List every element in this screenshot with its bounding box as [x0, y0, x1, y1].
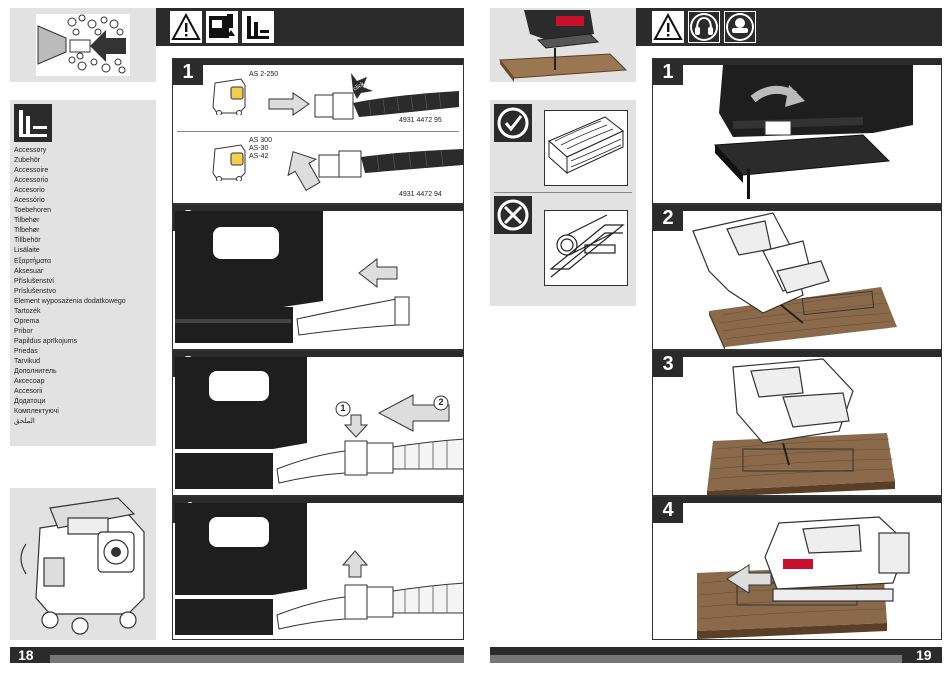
callout-1: 1 — [340, 403, 346, 413]
page-number-right: 19 — [910, 647, 938, 663]
accessory-icon — [242, 11, 274, 43]
left-step-1: 1 AS 2-250 click 4931 4472 95 AS 300 AS-… — [172, 58, 464, 204]
accessory-word: Lisälaite — [14, 247, 40, 255]
accessory-word: Tilbehør — [14, 217, 40, 225]
accessory-word: Accessoire — [14, 167, 49, 175]
wood-material-image — [544, 110, 628, 186]
accessory-word: Acessório — [14, 197, 45, 205]
step-bar — [653, 497, 941, 503]
accessory-word: Дополнитель — [14, 368, 57, 376]
manual-icon — [206, 11, 238, 43]
accessory-word: Pribor — [14, 327, 33, 335]
accessory-word: Element wyposażenia dodatkowego — [14, 297, 126, 305]
right-step-1: 1 — [652, 58, 942, 204]
left-footer-stripe — [50, 655, 464, 663]
divider — [494, 192, 632, 193]
divider — [177, 131, 459, 132]
model-label: AS 2-250 — [249, 71, 279, 78]
jigsaw-hose-release-illustration — [175, 503, 463, 635]
check-icon — [494, 104, 532, 142]
step-number: 3 — [653, 351, 683, 377]
right-step-3: 3 — [652, 350, 942, 496]
step-bar — [173, 59, 463, 65]
step-number: 1 — [653, 59, 683, 85]
accessory-word: Accesorii — [14, 388, 43, 396]
accessory-word: Accessory — [14, 147, 47, 154]
cross-icon — [494, 196, 532, 234]
step-number: 4 — [653, 497, 683, 523]
step-bar — [653, 59, 941, 65]
pipe-material-image — [544, 210, 628, 286]
hose-adapter-1: click — [314, 73, 459, 120]
accessory-word: Tartozék — [14, 307, 41, 315]
part-number: 4931 4472 95 — [399, 117, 442, 124]
accessory-word: Zubehör — [14, 157, 41, 165]
accessory-icon — [14, 104, 52, 142]
accessory-word: الملحق — [14, 418, 35, 426]
accessory-word: Tillbehör — [14, 237, 41, 245]
bevel-cut-illustration — [692, 212, 897, 349]
accessory-word: Příslušenství — [14, 277, 55, 285]
click-badge: click — [353, 81, 367, 93]
plunge-cut-illustration — [707, 358, 895, 495]
vacuum-illustration — [20, 497, 145, 635]
arrow-right-icon — [268, 92, 310, 116]
step-bar — [653, 351, 941, 357]
accessory-word: Toebehoren — [14, 207, 51, 215]
straight-cut-illustration — [697, 516, 910, 639]
vacuum-panel — [10, 488, 156, 640]
material-suitability-panel — [490, 100, 636, 306]
page-number-left: 18 — [12, 647, 40, 663]
left-step-2: 2 — [172, 204, 464, 350]
step-bar — [653, 205, 941, 211]
accessory-word: Aksesuar — [14, 267, 44, 275]
accessory-word: Accessorio — [14, 177, 49, 185]
hose-adapter-2 — [318, 149, 463, 178]
dust-extraction-panel — [10, 8, 156, 82]
step-bar — [173, 205, 463, 211]
right-header-bar — [636, 8, 942, 46]
arrow-up-icon — [287, 151, 321, 191]
callout-2: 2 — [438, 397, 444, 407]
ear-protection-icon — [688, 11, 720, 43]
accessory-word: Príslušenstvo — [14, 287, 57, 295]
warning-icon — [652, 11, 684, 43]
shoe-bevel-illustration — [713, 65, 913, 199]
step-number: 1 — [173, 59, 203, 85]
jigsaw-rear-illustration — [175, 211, 410, 343]
step-bar — [173, 497, 463, 503]
step-bar — [173, 351, 463, 357]
accessory-word: Аксесоар — [14, 378, 45, 386]
left-step-4: 4 — [172, 496, 464, 640]
model-label: AS 300 AS-30 AS-42 — [249, 137, 272, 160]
left-header-bar — [156, 8, 464, 46]
accessory-word: Oprema — [14, 317, 40, 325]
right-step-4: 4 — [652, 496, 942, 640]
jigsaw-hose-connect-illustration — [175, 357, 463, 489]
brand-stripe — [783, 559, 813, 569]
right-step-2: 2 — [652, 204, 942, 350]
step-number: 2 — [653, 205, 683, 231]
jigsaw-on-wood-illustration — [499, 10, 628, 82]
accessory-word: Додатоци — [14, 398, 46, 406]
accessory-word: Комплектуючі — [14, 408, 59, 416]
accessory-word: Papildus aprīkojums — [14, 337, 78, 345]
left-step-3: 3 1 2 — [172, 350, 464, 496]
right-footer-stripe — [490, 655, 902, 663]
part-number: 4931 4472 94 — [399, 191, 442, 198]
eye-protection-icon — [724, 11, 756, 43]
vacuum-small-icon — [212, 78, 246, 115]
accessory-word: Εξαρτήματα — [14, 257, 51, 265]
accessory-word: Tarvikud — [14, 357, 41, 365]
vacuum-small-icon — [212, 144, 246, 181]
warning-icon — [170, 11, 202, 43]
accessory-word: Priedas — [14, 347, 38, 355]
dust-airflow-icon — [36, 14, 130, 76]
accessory-word: Accesorio — [14, 187, 45, 195]
jigsaw-thumbnail-panel — [490, 8, 636, 82]
accessory-word: Tilbehør — [14, 227, 40, 235]
